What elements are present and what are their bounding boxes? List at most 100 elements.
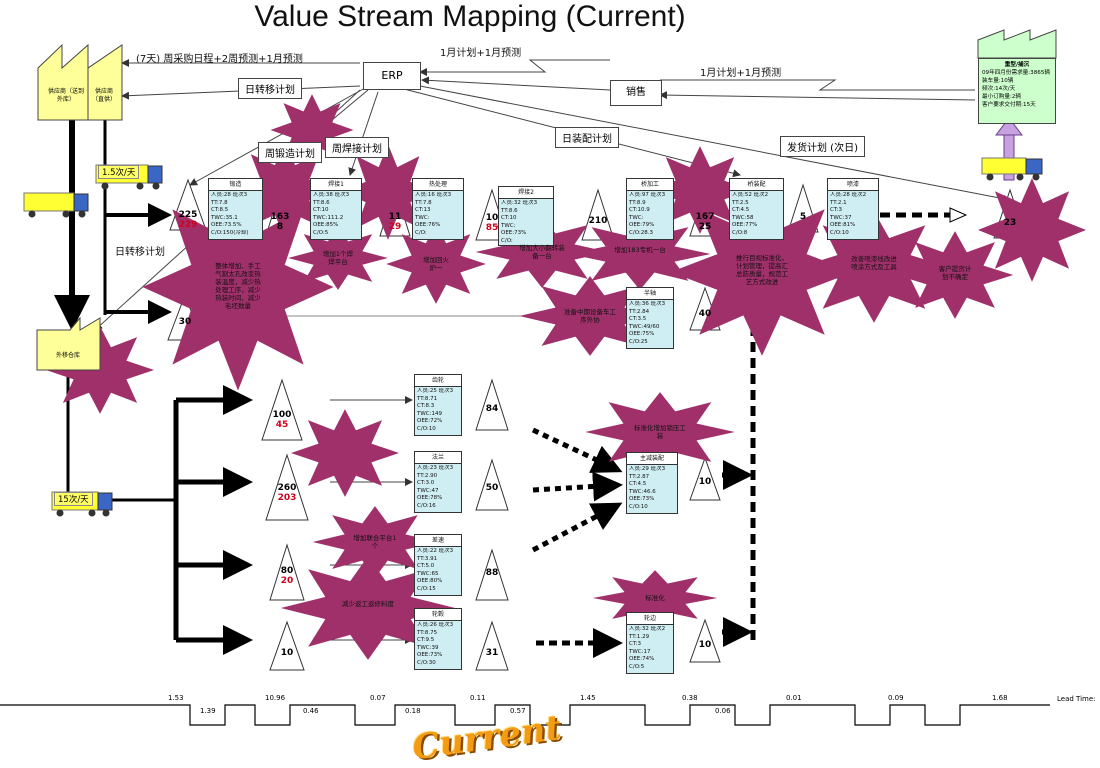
- process-line: C/O:25: [629, 338, 648, 345]
- inventory-label: 210: [582, 216, 614, 226]
- customer-line: 装车量:10辆: [982, 78, 1014, 84]
- inventory-label: 23: [994, 218, 1026, 228]
- customer-line: 客户要求交付期:15天: [982, 102, 1036, 108]
- process-line: OEE:73%: [629, 496, 655, 503]
- process-line: C/O:5: [629, 663, 645, 670]
- process-line: C/O:: [415, 229, 427, 236]
- process-name: 焊接2: [499, 187, 553, 199]
- inventory-label: 10: [690, 640, 720, 650]
- kaizen-burst: 客户提货计划不确定: [938, 265, 972, 281]
- process-line: OEE:73%: [417, 652, 443, 659]
- inv-red: 203: [277, 493, 297, 503]
- process-line: TT:2.1: [830, 199, 847, 206]
- process-line: TT:2.5: [732, 199, 749, 206]
- process-line: CT:10: [313, 207, 329, 214]
- timeline-top-value: 1.53: [168, 694, 184, 702]
- sales-box: 销售: [610, 80, 662, 106]
- process-line: OEE:76%: [415, 222, 441, 229]
- timeline-top-value: 1.45: [580, 694, 596, 702]
- process-name: 齿轮: [415, 375, 461, 387]
- process-line: 人员:23 班次3: [417, 465, 454, 471]
- process-line: OEE:85%: [313, 222, 339, 229]
- process-line: OEE:80%: [417, 578, 443, 585]
- process-name: 热处理: [413, 179, 463, 191]
- daily-assembly-label: 日装配计划: [555, 127, 619, 148]
- process-line: TWC:: [415, 214, 430, 221]
- process-line: TT:8.75: [417, 629, 438, 636]
- process-line: 人员:38 班次3: [313, 192, 350, 198]
- customer-box: 重型/捕沉 09年四月份需求量:3865辆 装车量:10辆 频次:14次/天 最…: [978, 58, 1056, 124]
- ship-plan-label: 发货计划 (次日): [780, 136, 865, 157]
- process-name: 焊接1: [311, 179, 361, 191]
- inventory-label: 5: [788, 212, 818, 222]
- kaizen-burst: 增加1个焊焊平台: [322, 250, 354, 266]
- inv-main: 10: [698, 477, 712, 487]
- process-line: CT:8.3: [417, 403, 435, 410]
- process-line: C/O:10: [417, 425, 436, 432]
- kaizen-burst: 改善喷漆线改进喷涂方式及工具: [851, 255, 897, 271]
- customer-title: 重型/捕沉: [1004, 62, 1030, 68]
- erp-box: ERP: [363, 62, 421, 90]
- process-line: 人员:22 班次3: [417, 548, 454, 554]
- kaizen-burst: 推行目视标准化，计划管理，提高汇总防质量，规范工艺方式改进: [736, 254, 788, 286]
- process-line: C/O:10: [830, 229, 849, 236]
- process-line: OEE:81%: [830, 222, 856, 229]
- process-line: TWC:49/60: [629, 323, 660, 330]
- kaizen-burst: 准备中期设备车工序外协: [564, 308, 616, 324]
- process-line: CT:3: [830, 207, 842, 214]
- inv-main: 10: [698, 640, 712, 650]
- process-line: TWC:47: [417, 487, 439, 494]
- kaizen-burst: 标准化: [645, 594, 665, 602]
- process-line: 人员:97 班次3: [629, 192, 666, 198]
- process-line: TWC:111.2: [313, 214, 344, 221]
- timeline-top-value: 0.38: [682, 694, 698, 702]
- daily-transfer-top-label: 日转移计划: [238, 78, 302, 99]
- inv-main: 30: [178, 317, 192, 327]
- timeline-bottom-value: 1.39: [200, 707, 216, 715]
- process-line: TWC:46.6: [629, 488, 656, 495]
- kaizen-burst: 增加大小翻转装备一台: [519, 244, 565, 260]
- inv-main: 40: [698, 309, 712, 319]
- process-name: 轮边: [627, 613, 673, 625]
- inventory-label: 30: [168, 317, 202, 327]
- process-line: C/O:: [501, 237, 513, 244]
- inv-main: 31: [485, 648, 499, 658]
- timeline-bottom-value: 0.06: [715, 707, 731, 715]
- timeline-top-value: 0.07: [370, 694, 386, 702]
- weekly-weld-label: 周焊接计划: [325, 137, 389, 158]
- inv-red: 25: [698, 222, 712, 232]
- process-line: 人员:28 班次3: [211, 192, 248, 198]
- inventory-label: 31: [476, 648, 508, 658]
- process-line: TT:8.71: [417, 395, 438, 402]
- process-name: 法兰: [415, 452, 461, 464]
- process-line: TT:8.9: [629, 199, 646, 206]
- inv-red: 45: [275, 420, 289, 430]
- kaizen-burst: 增加183专机一台: [614, 246, 666, 254]
- inventory-label: 40: [690, 309, 720, 319]
- process-line: CT:5.0: [417, 563, 435, 570]
- process-line: TT:2.84: [629, 308, 650, 315]
- process-line: CT:10: [501, 215, 517, 222]
- process-line: OEE:73.5%: [211, 222, 242, 229]
- inv-main: 260: [277, 483, 297, 493]
- kaizen-burst: 整体增加、手工气割太孔改变热装温度，减少热处理工序，减少热装时间，减少毛坯数量: [215, 262, 261, 310]
- lead-time-label: Lead Time:: [1057, 695, 1096, 703]
- process-line: TT:7.8: [415, 199, 432, 206]
- process-line: CT:8.5: [211, 207, 229, 214]
- customer-line: 09年四月份需求量:3865辆: [982, 70, 1050, 76]
- process-line: TWC:17: [629, 648, 651, 655]
- process-line: CT:3: [629, 641, 641, 648]
